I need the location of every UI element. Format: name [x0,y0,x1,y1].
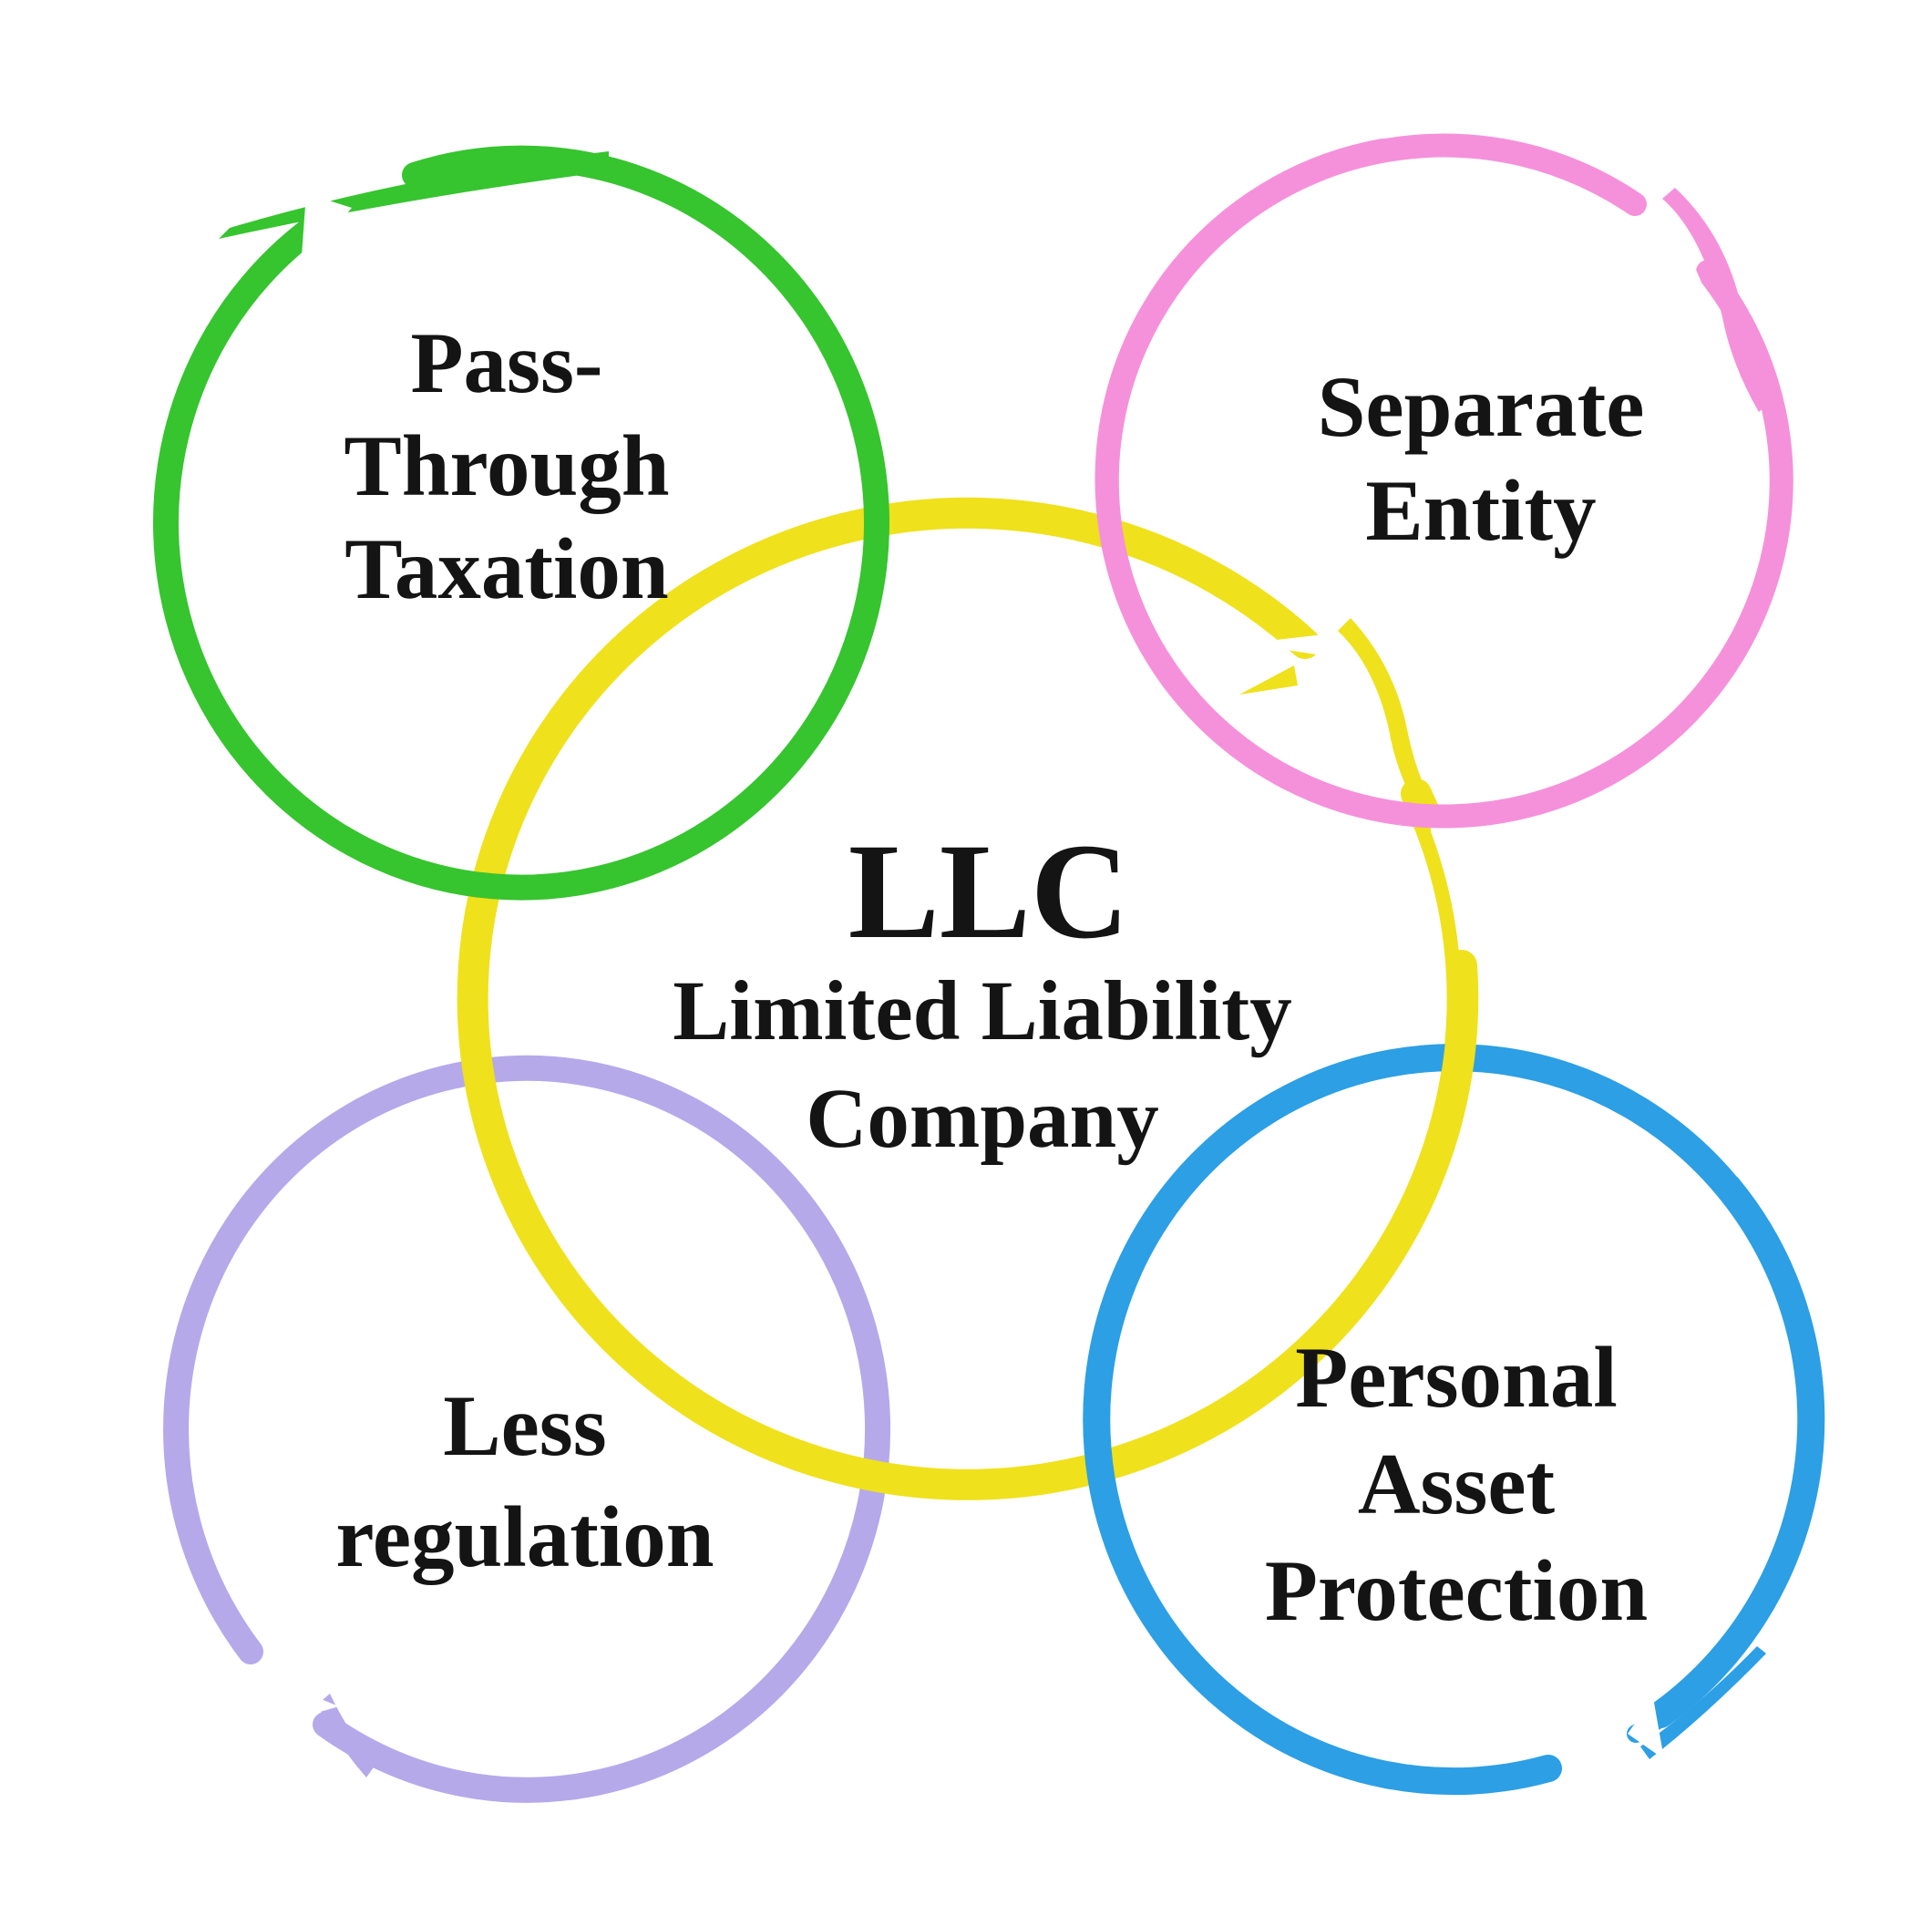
node-label-line: Less [443,1377,606,1474]
node-label-line: Entity [1365,462,1596,559]
label-llc-center: LLC Limited Liability Company [673,816,1291,1166]
blue-tail-sliver [1640,1646,1766,1759]
circle-pass-through-taxation [153,145,890,901]
label-less-regulation: Less regulation [335,1377,714,1585]
green-circle-thick-side [157,232,410,875]
yellow-tail-wedge [1239,665,1298,695]
center-abbr: LLC [848,816,1129,967]
label-personal-asset-protection: Personal Asset Protection [1265,1329,1648,1639]
yellow-over-blue-patch [1389,950,1479,1242]
circle-less-regulation [163,1055,891,1803]
purple-tail-sliver [317,1694,375,1777]
node-label-line: Personal [1295,1329,1618,1426]
node-label-line: Protection [1265,1542,1648,1639]
circle-personal-asset-protection [1083,1044,1825,1796]
purple-tail-notch [270,1688,339,1726]
node-label-line: Pass- [410,314,602,411]
node-label-line: Asset [1358,1436,1556,1532]
purple-circle-thick-side [580,1453,888,1796]
center-label-line: Limited Liability [673,964,1291,1058]
yellow-circle-thick-side [459,746,1187,1499]
blue-circle-thick-side [1627,1175,1825,1743]
yellow-tail-sliver [1338,618,1433,813]
node-label-line: Through [344,417,669,514]
pink-circle-thick-side [1094,139,1390,602]
label-separate-entity: Separate Entity [1318,358,1645,559]
label-pass-through-taxation: Pass- Through Taxation [344,314,669,617]
yellow-tail-notch [1245,633,1340,658]
pink-tail-sliver [1662,188,1772,412]
node-label-line: Taxation [344,520,669,617]
center-label-line: Company [806,1072,1159,1166]
circle-separate-entity [1094,133,1793,829]
node-label-line: Separate [1318,358,1645,455]
node-label-line: regulation [335,1489,714,1585]
blue-tail-notch [1628,1697,1664,1759]
pink-tail-notch [1640,217,1702,284]
green-tail-notch [301,193,352,268]
